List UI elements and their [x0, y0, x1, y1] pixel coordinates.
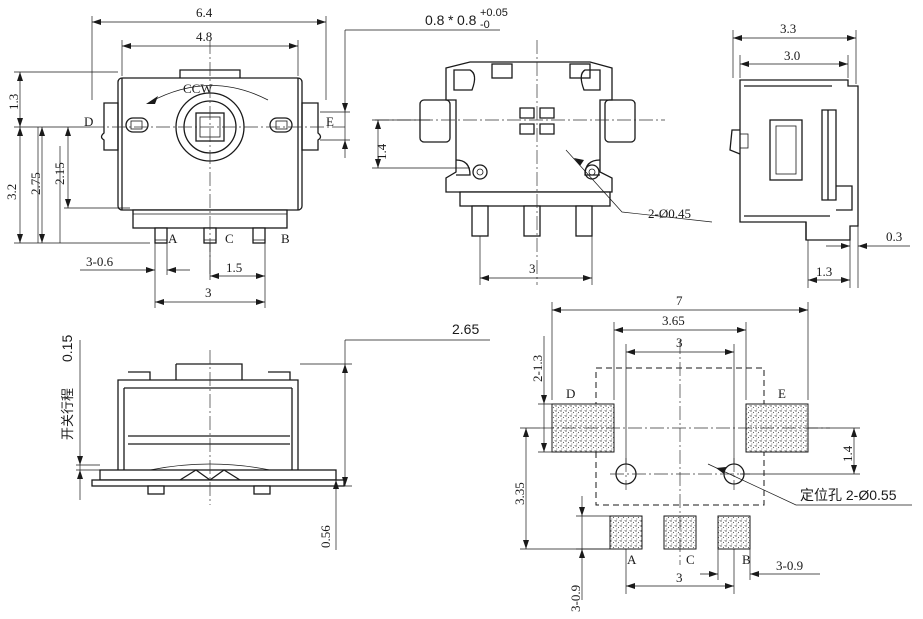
rotation-label: CCW	[183, 81, 213, 96]
dim-pad-inner: 3	[676, 335, 683, 350]
dim-pad-outer: 3.65	[662, 313, 685, 328]
travel-label: 开关行程	[60, 388, 75, 440]
dim-pcb-overall: 7	[676, 293, 683, 308]
bottom-view: 1.4 3 2-Ø0.45	[372, 40, 713, 285]
dim-pad-size: 3-0.9	[568, 585, 583, 612]
top-view: CCW A C B D E 6.4 4.8 1.3 3.2 2.75	[4, 5, 345, 308]
front-view: 开关行程 0.15 2.65 0.56	[59, 321, 490, 550]
pcb-pin-c: C	[686, 552, 695, 567]
pin-c-label: C	[225, 231, 234, 246]
dim-body-width: 4.8	[196, 29, 212, 44]
pcb-layout: D E A C B 7 3.65 3 2-1.3 3.35 1.4 3-0.9	[512, 293, 912, 612]
dim-height-2: 2.75	[28, 172, 43, 195]
dim-height-3: 2.15	[52, 162, 67, 185]
dim-pad-width: 3-0.9	[776, 558, 803, 573]
label-e: E	[326, 114, 334, 129]
dim-lead-length: 1.3	[816, 264, 832, 279]
dim-front-height: 2.65	[452, 321, 479, 337]
dim-overall-width: 6.4	[196, 5, 213, 20]
hole-callout: 0.8 * 0.8 +0.05 -0	[320, 7, 508, 158]
dim-bottom-height: 1.4	[374, 143, 389, 160]
pcb-pin-a: A	[627, 552, 637, 567]
callout-locating-hole: 定位孔 2-Ø0.55	[800, 487, 897, 503]
dim-pin-width: 3-0.6	[86, 254, 114, 269]
dim-pcb-pin-span: 3	[676, 570, 683, 585]
pad-a	[609, 515, 643, 550]
callout-tol-plus: +0.05	[480, 7, 508, 19]
dim-pin-pitch: 1.5	[226, 260, 242, 275]
pad-b	[717, 515, 751, 550]
callout-tol-minus: -0	[480, 19, 490, 31]
dim-height-total: 3.2	[4, 184, 19, 200]
callout-bottom-holes: 2-Ø0.45	[648, 206, 691, 221]
pcb-label-d: D	[566, 386, 575, 401]
pin-a-label: A	[168, 231, 178, 246]
callout-times: *	[448, 12, 454, 28]
label-d: D	[84, 114, 93, 129]
dim-base-thickness: 0.56	[318, 525, 333, 548]
dim-top-offset: 1.3	[6, 94, 21, 110]
pad-d	[551, 403, 615, 453]
callout-size2: 0.8	[457, 12, 477, 28]
travel-value: 0.15	[59, 335, 75, 362]
dim-lead-thickness: 0.3	[886, 229, 902, 244]
pcb-label-e: E	[778, 386, 786, 401]
dim-bottom-pin-span: 3	[529, 261, 536, 276]
side-view: 3.3 3.0 0.3 1.3	[729, 21, 910, 288]
dim-side-pad-height: 1.4	[840, 445, 855, 462]
dim-side-width-body: 3.0	[784, 48, 800, 63]
pin-b-label: B	[281, 231, 290, 246]
dim-pcb-total-height: 3.35	[512, 482, 527, 505]
dim-pin-span: 3	[205, 285, 212, 300]
dim-side-width-total: 3.3	[780, 21, 796, 36]
pcb-pin-b: B	[742, 552, 751, 567]
dim-pad-pitch: 2-1.3	[530, 355, 545, 382]
callout-size: 0.8	[425, 12, 445, 28]
